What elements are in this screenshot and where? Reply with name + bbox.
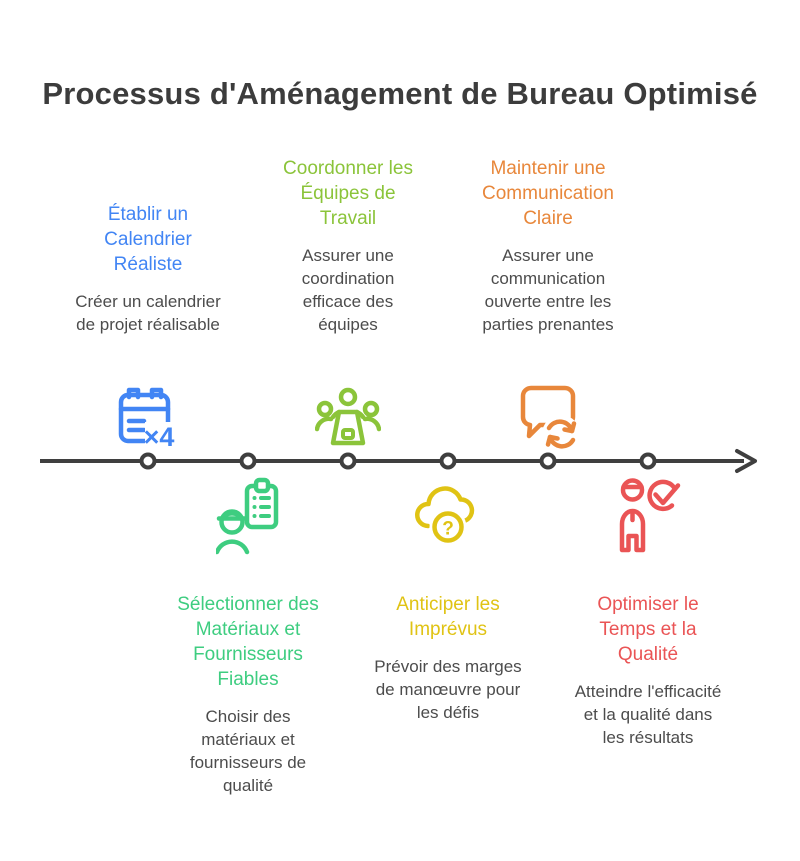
step-1-title: Établir un Calendrier Réaliste bbox=[104, 204, 192, 275]
worker-checklist-icon bbox=[216, 477, 280, 555]
timeline-node-6 bbox=[639, 452, 657, 470]
step-2-description: Choisir des matériaux et fournisseurs de… bbox=[189, 707, 307, 795]
step-6-description: Atteindre l'efficacité et la qualité dan… bbox=[574, 682, 722, 747]
cloud-question-icon: ? bbox=[414, 477, 482, 551]
step-2-title: Sélectionner des Matériaux et Fournisseu… bbox=[177, 594, 319, 690]
step-1-text-block: Établir un Calendrier Réaliste Créer un … bbox=[50, 150, 246, 336]
step-6-title: Optimiser le Temps et la Qualité bbox=[597, 594, 699, 665]
timeline-arrow-icon bbox=[735, 449, 757, 473]
question-mark-label: ? bbox=[442, 519, 454, 540]
step-4-description: Prévoir des marges de manœuvre pour les … bbox=[374, 657, 522, 722]
timeline bbox=[40, 449, 757, 473]
step-3-title: Coordonner les Équipes de Travail bbox=[283, 158, 413, 229]
step-6-text-block: Optimiser le Temps et la Qualité Atteind… bbox=[550, 592, 746, 749]
step-5-description: Assurer une communication ouverte entre … bbox=[482, 246, 614, 334]
timeline-node-3 bbox=[339, 452, 357, 470]
step-3-text-block: Coordonner les Équipes de Travail Assure… bbox=[250, 150, 446, 336]
calendar-x4-icon: ×4 bbox=[116, 384, 180, 452]
step-5-text-block: Maintenir une Communication Claire Assur… bbox=[450, 150, 646, 336]
team-meeting-icon bbox=[315, 386, 381, 450]
step-2-text-block: Sélectionner des Matériaux et Fournisseu… bbox=[150, 592, 346, 797]
page-title: Processus d'Aménagement de Bureau Optimi… bbox=[42, 76, 758, 111]
step-1-description: Créer un calendrier de projet réalisable bbox=[75, 292, 221, 334]
timeline-node-2 bbox=[239, 452, 257, 470]
step-4-title: Anticiper les Imprévus bbox=[396, 594, 500, 640]
step-3-description: Assurer une coordination efficace des éq… bbox=[301, 246, 395, 334]
step-5-title: Maintenir une Communication Claire bbox=[482, 158, 614, 229]
calendar-multiplier-label: ×4 bbox=[144, 422, 175, 452]
speech-sync-icon bbox=[514, 381, 582, 451]
step-4-text-block: Anticiper les Imprévus Prévoir des marge… bbox=[350, 592, 546, 724]
timeline-node-4 bbox=[439, 452, 457, 470]
timeline-node-1 bbox=[139, 452, 157, 470]
timeline-node-5 bbox=[539, 452, 557, 470]
person-check-icon bbox=[615, 477, 681, 555]
